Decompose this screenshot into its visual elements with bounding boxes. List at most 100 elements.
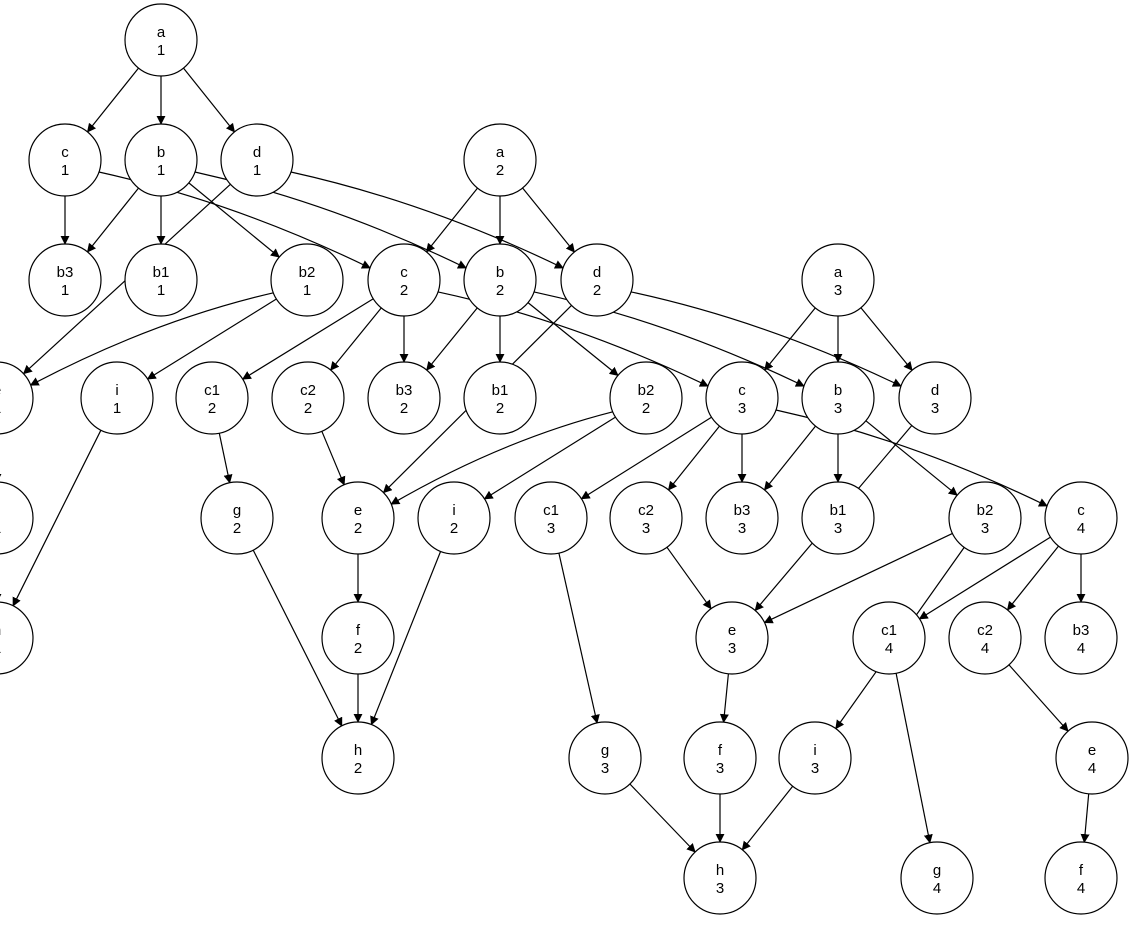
node-e1: e1 [0, 361, 34, 435]
node-circle [200, 481, 274, 555]
node-label-index: 1 [61, 162, 69, 179]
node-label-name: b1 [492, 382, 509, 399]
node-circle [367, 243, 441, 317]
node-label-name: c1 [543, 502, 559, 519]
node-label-name: c2 [977, 622, 993, 639]
node-circle [124, 123, 198, 197]
node-label-index: 1 [0, 640, 1, 657]
node-label-name: b2 [638, 382, 655, 399]
node-label-index: 2 [208, 400, 216, 417]
node-label-name: c [61, 144, 69, 161]
node-b1_1: b11 [124, 243, 198, 317]
node-label-index: 4 [885, 640, 893, 657]
edge-g3-to-h3 [629, 783, 696, 853]
node-label-index: 3 [834, 400, 842, 417]
edge-c3-to-c1_3 [580, 416, 712, 500]
edge-b2_2-to-e2 [390, 411, 613, 505]
edge-a2-to-c2 [425, 187, 478, 253]
node-label-index: 2 [354, 520, 362, 537]
node-d2: d2 [560, 243, 634, 317]
node-circle [124, 243, 198, 317]
node-label-name: d [253, 144, 261, 161]
edge-b2-to-b2_2 [527, 302, 619, 376]
edge-i1-to-h1 [12, 429, 102, 607]
node-label-index: 2 [304, 400, 312, 417]
node-label-index: 1 [157, 42, 165, 59]
node-circle [948, 481, 1022, 555]
node-label-index: 2 [354, 760, 362, 777]
node-circle [321, 481, 395, 555]
node-label-name: b1 [153, 264, 170, 281]
node-circle [609, 361, 683, 435]
node-label-index: 3 [547, 520, 555, 537]
node-circle [28, 123, 102, 197]
node-b2_3: b23 [948, 481, 1022, 555]
node-b1: b1 [124, 123, 198, 197]
node-label-index: 4 [1077, 520, 1085, 537]
node-b1_3: b13 [801, 481, 875, 555]
node-f4: f4 [1044, 841, 1118, 915]
node-circle [124, 3, 198, 77]
node-label-index: 1 [0, 520, 1, 537]
node-label-name: b [496, 264, 504, 281]
node-c1_4: c14 [852, 601, 926, 675]
edge-c1_2-to-g2 [218, 433, 233, 484]
edge-c1_3-to-g3 [558, 552, 600, 724]
node-circle [463, 361, 537, 435]
node-a2: a2 [463, 123, 537, 197]
node-label-name: b3 [57, 264, 74, 281]
node-g3: g3 [568, 721, 642, 795]
node-label-name: c1 [204, 382, 220, 399]
node-label-index: 1 [157, 162, 165, 179]
node-label-index: 2 [450, 520, 458, 537]
edge-a1-to-c1 [86, 67, 139, 133]
edge-d2-to-d3 [630, 291, 902, 387]
edge-b1-to-b3_1 [86, 187, 139, 253]
node-circle [463, 243, 537, 317]
node-label-name: d [931, 382, 939, 399]
node-label-index: 3 [642, 520, 650, 537]
node-label-index: 2 [354, 640, 362, 657]
node-circle [0, 601, 34, 675]
node-label-index: 3 [738, 400, 746, 417]
node-i1: i1 [80, 361, 154, 435]
edge-c4-to-c1_4 [918, 536, 1051, 620]
node-label-index: 4 [981, 640, 989, 657]
node-circle [270, 243, 344, 317]
node-label-index: 2 [496, 400, 504, 417]
node-label-name: h [354, 742, 362, 759]
node-label-index: 2 [400, 400, 408, 417]
node-d3: d3 [898, 361, 972, 435]
node-circle [321, 721, 395, 795]
node-label-name: g [233, 502, 241, 519]
edge-b2-to-b3_2 [426, 307, 478, 371]
node-label-index: 1 [61, 282, 69, 299]
edge-b2_3-to-e3 [763, 532, 953, 624]
node-circle [778, 721, 852, 795]
node-b2_2: b22 [609, 361, 683, 435]
node-label-index: 3 [601, 760, 609, 777]
node-circle [560, 243, 634, 317]
node-circle [801, 481, 875, 555]
node-circle [80, 361, 154, 435]
node-h2: h2 [321, 721, 395, 795]
edge-e4-to-f4 [1080, 793, 1090, 844]
node-circle [1044, 841, 1118, 915]
node-circle [1044, 481, 1118, 555]
node-c1: c1 [28, 123, 102, 197]
node-f2: f2 [321, 601, 395, 675]
node-label-name: c [1077, 502, 1085, 519]
edge-b2_1-to-e1 [29, 292, 274, 386]
node-h3: h3 [683, 841, 757, 915]
edge-c2_2-to-e2 [321, 430, 346, 486]
node-label-name: c2 [638, 502, 654, 519]
node-label-index: 4 [1077, 880, 1085, 897]
node-label-name: h [0, 622, 1, 639]
node-circle [1044, 601, 1118, 675]
node-label-name: b [834, 382, 842, 399]
node-label-name: h [716, 862, 724, 879]
edge-i2-to-h2 [370, 551, 442, 726]
node-f1: f1 [0, 481, 34, 555]
node-label-index: 3 [716, 760, 724, 777]
node-label-name: i [813, 742, 816, 759]
